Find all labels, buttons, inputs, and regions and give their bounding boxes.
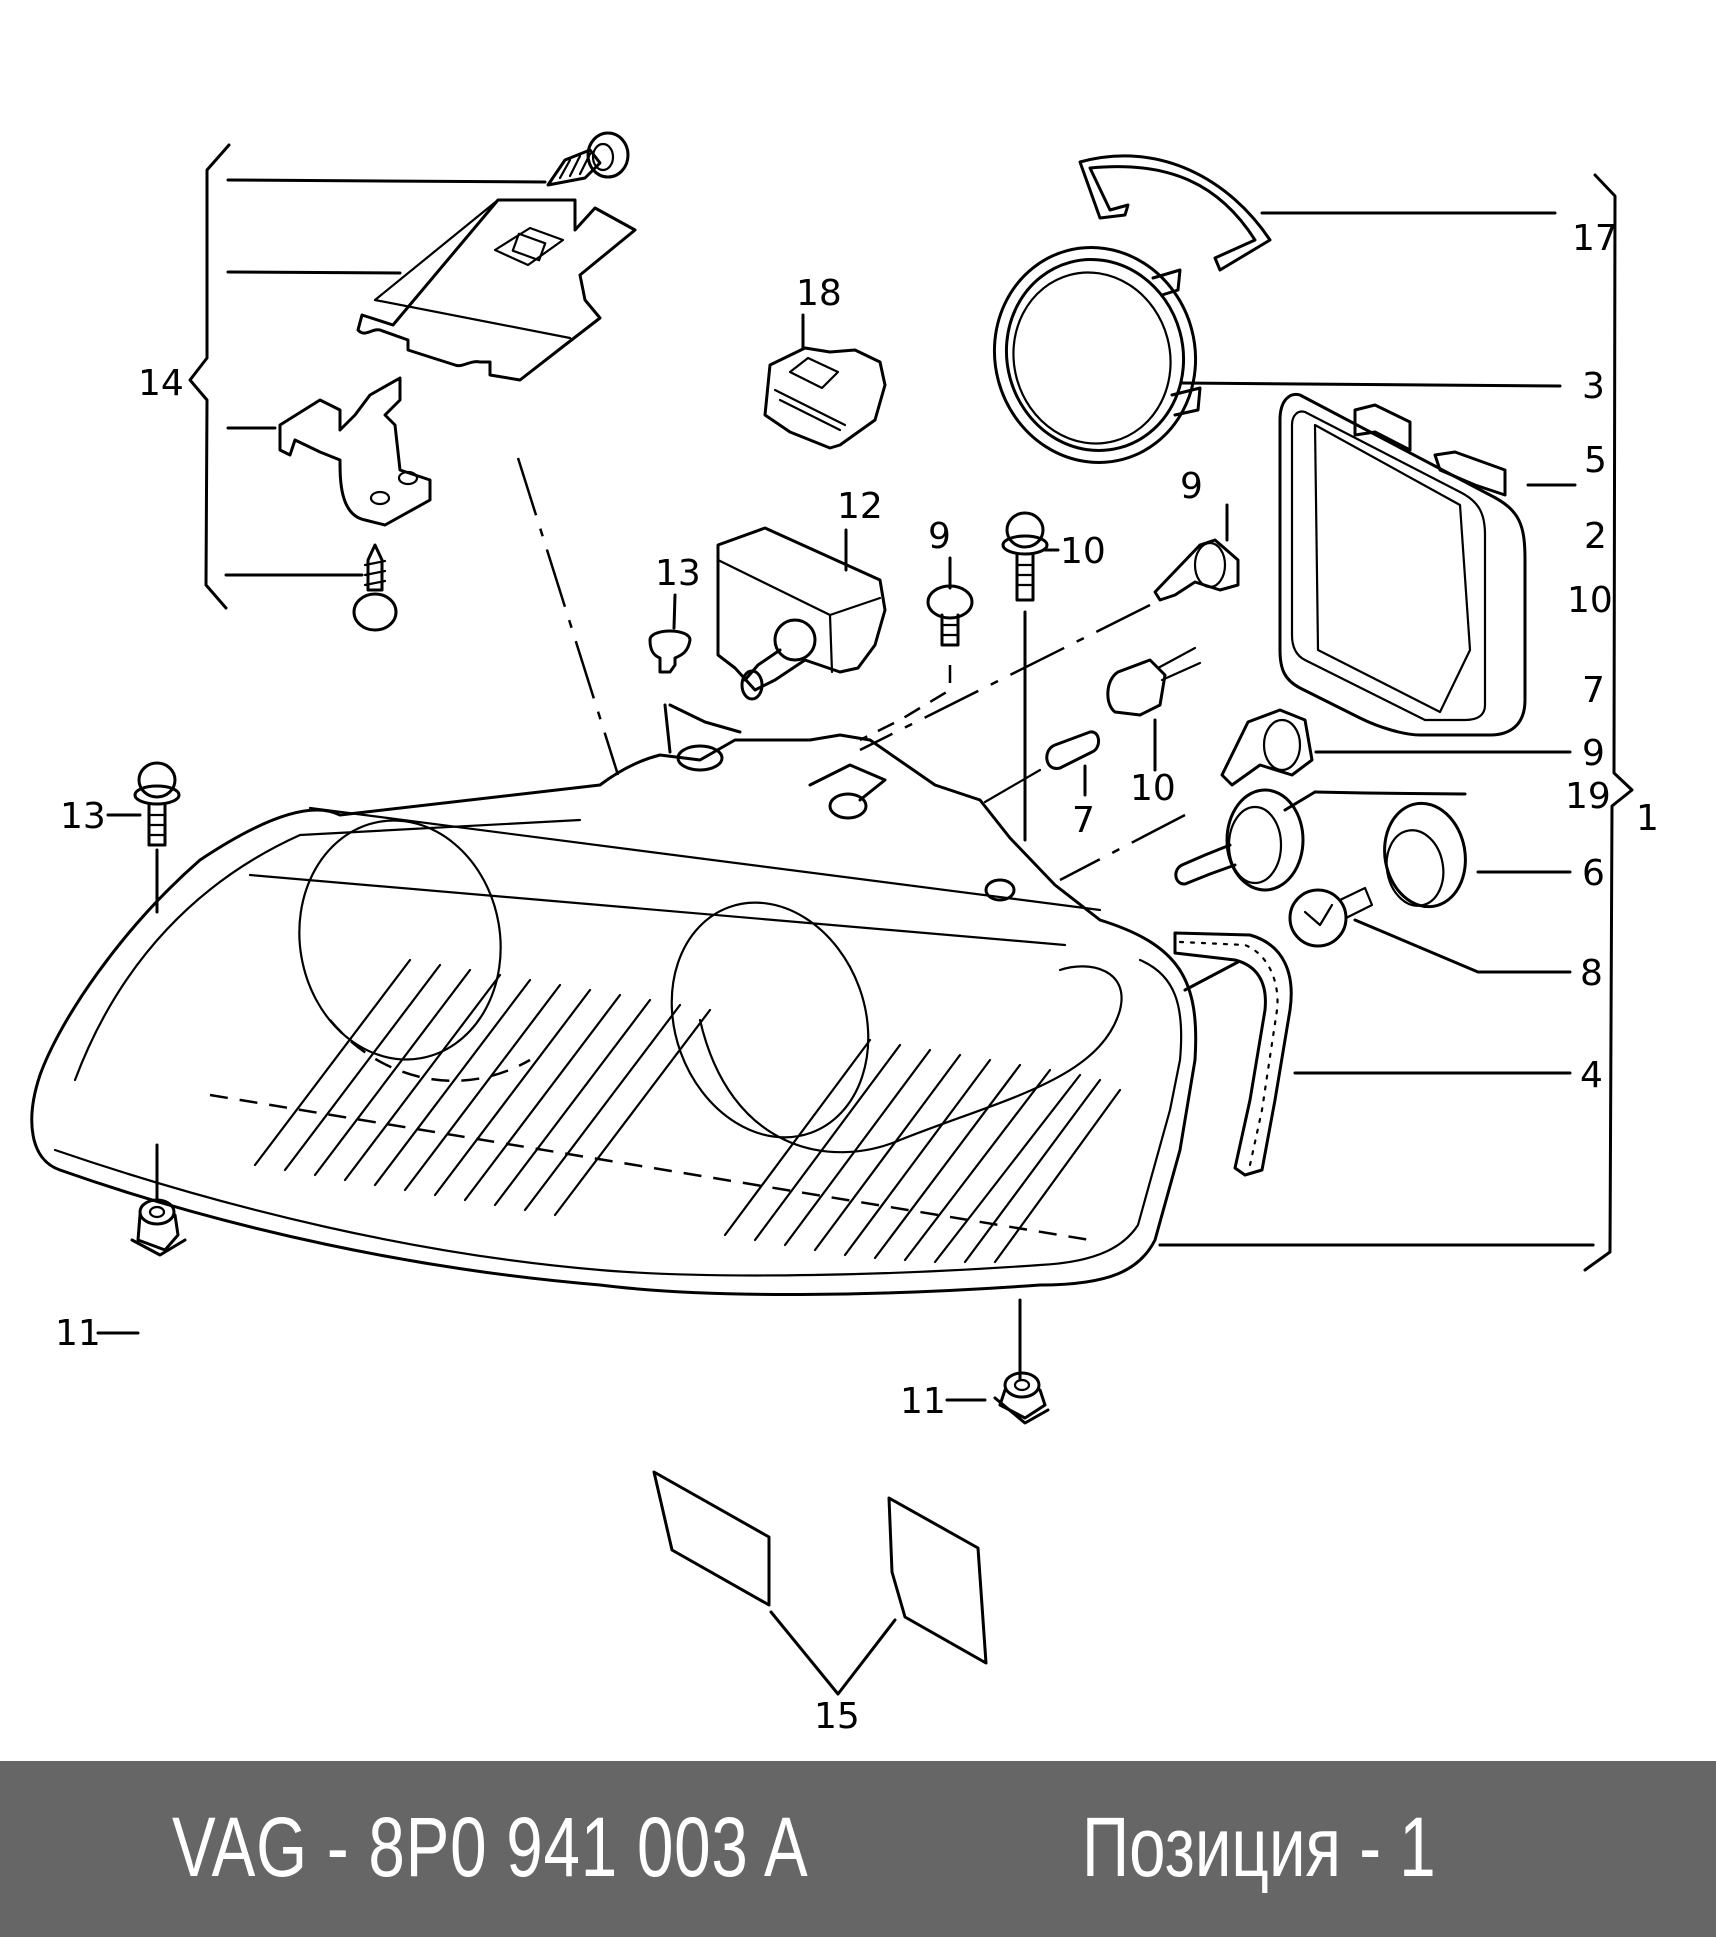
- socket-10[interactable]: [1106, 646, 1202, 717]
- callout-label-9-right[interactable]: 9: [1582, 733, 1605, 774]
- callout-label-19[interactable]: 19: [1565, 776, 1611, 817]
- position-text: Позиция - 1: [1082, 1800, 1436, 1894]
- callout-label-3[interactable]: 3: [1582, 366, 1605, 407]
- callout-label-9[interactable]: 9: [1180, 466, 1203, 507]
- lens-hatching: [253, 958, 1122, 1264]
- indicator-bulb-8[interactable]: [1288, 886, 1374, 948]
- callout-label-6[interactable]: 6: [1582, 853, 1605, 894]
- callout-label-12[interactable]: 9: [928, 516, 951, 557]
- part-number-banner: VAG - 8P0 941 003 A Позиция - 1: [0, 1761, 1716, 1937]
- callout-label-8[interactable]: 8: [1580, 953, 1603, 994]
- spring-clip-17[interactable]: [1078, 154, 1272, 272]
- callout-label-10-group[interactable]: 10: [1567, 580, 1613, 621]
- group-14-brace: [188, 143, 547, 610]
- wedge-bulb-7[interactable]: [1045, 730, 1100, 770]
- callout-label-7-group[interactable]: 7: [1582, 670, 1605, 711]
- callout-label-11-left[interactable]: 11: [55, 1313, 101, 1354]
- screw-12[interactable]: [926, 584, 974, 647]
- bolt-13-top[interactable]: [1001, 511, 1049, 602]
- range-motor-5[interactable]: [716, 526, 887, 701]
- callout-label-14[interactable]: 14: [138, 363, 184, 404]
- callout-label-socket-10[interactable]: 10: [1130, 768, 1176, 809]
- headlight-housing-1[interactable]: [30, 733, 1198, 1296]
- plug-18[interactable]: [648, 629, 692, 674]
- group-1-brace: [1583, 173, 1634, 1272]
- bracket-cover-plate[interactable]: [356, 198, 637, 382]
- bulb-9[interactable]: [1153, 538, 1240, 602]
- bulb-9-right[interactable]: [1220, 708, 1314, 787]
- callout-label-15[interactable]: 15: [814, 1696, 860, 1737]
- bolt-13-left[interactable]: [133, 761, 181, 847]
- callout-label-18[interactable]: 13: [655, 553, 701, 594]
- bracket-clip[interactable]: [278, 376, 432, 527]
- parts-diagram: 14 18: [30, 131, 1659, 1737]
- seal-strip-4[interactable]: [1173, 931, 1293, 1177]
- bulb-19[interactable]: [1174, 788, 1305, 892]
- round-cover-3[interactable]: [970, 225, 1219, 485]
- callout-label-5[interactable]: 12: [837, 486, 883, 527]
- callout-label-2[interactable]: 2: [1584, 516, 1607, 557]
- clip-nut-11-left[interactable]: [130, 1198, 187, 1257]
- callout-label-13-left[interactable]: 13: [60, 796, 106, 837]
- protective-film-15[interactable]: [652, 1470, 988, 1665]
- screw-top[interactable]: [546, 131, 630, 187]
- clip-nut-11-right[interactable]: [993, 1371, 1050, 1425]
- callout-label-17[interactable]: 17: [1572, 218, 1618, 259]
- callout-label-11-right[interactable]: 11: [900, 1381, 946, 1422]
- connector-16[interactable]: [763, 346, 887, 450]
- callout-label-1[interactable]: 1: [1636, 798, 1659, 839]
- callout-label-7[interactable]: 7: [1072, 800, 1095, 841]
- callout-label-13-top[interactable]: 10: [1060, 531, 1106, 572]
- mounting-lug-top: [676, 744, 1016, 902]
- part-number-text: VAG - 8P0 941 003 A: [172, 1800, 809, 1894]
- screw-bottom[interactable]: [352, 543, 398, 632]
- rectangular-cover-2[interactable]: [1278, 392, 1527, 737]
- bulb-holder-6[interactable]: [1377, 797, 1474, 913]
- callout-label-5-group[interactable]: 5: [1584, 440, 1607, 481]
- callout-label-16[interactable]: 18: [796, 273, 842, 314]
- callout-label-4[interactable]: 4: [1580, 1055, 1603, 1096]
